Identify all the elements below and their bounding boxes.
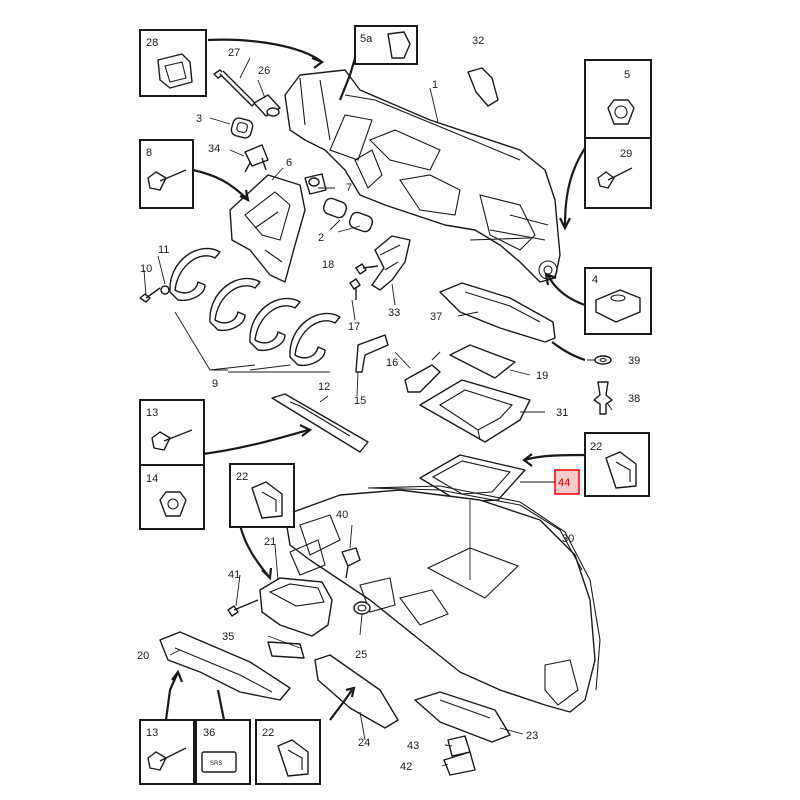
- screw-10-washer-11: [139, 285, 170, 303]
- bushing-7: [304, 173, 327, 195]
- callout-42: 42: [400, 761, 412, 773]
- callout-30: 30: [562, 533, 574, 545]
- box-36: 36 SRS: [195, 719, 251, 785]
- box-5a: 5a: [354, 25, 418, 65]
- callout-33: 33: [388, 307, 400, 319]
- callout-43: 43: [407, 740, 419, 752]
- box-14: 14: [139, 464, 205, 530]
- lower-panel-20: [159, 631, 291, 701]
- callout-31: 31: [556, 407, 568, 419]
- box-label-29: 29: [620, 148, 632, 160]
- chip-label: SRS: [210, 761, 222, 767]
- callout-41: 41: [228, 569, 240, 581]
- box-22-right: 22: [584, 432, 650, 497]
- box-5: 5: [584, 59, 652, 139]
- box-22-left: 22: [229, 463, 295, 528]
- screw-41: [227, 599, 259, 617]
- box-label-5: 5: [624, 69, 630, 81]
- box-label-14: 14: [146, 473, 158, 485]
- box-label-36: 36: [203, 727, 215, 739]
- spacer-26: [253, 94, 281, 117]
- box-label-28: 28: [146, 37, 158, 49]
- callout-10: 10: [140, 263, 152, 275]
- strip-12: [271, 393, 369, 453]
- box-label-5a: 5a: [360, 33, 373, 45]
- callout-17: 17: [348, 321, 360, 333]
- callout-23: 23: [526, 730, 538, 742]
- callout-38: 38: [628, 393, 640, 405]
- screw-27: [213, 69, 256, 107]
- callout-20: 20: [137, 650, 149, 662]
- box-22-bottom: 22: [255, 719, 321, 785]
- bracket-33: [371, 235, 411, 291]
- box-13-upper: 13: [139, 399, 205, 466]
- arrows: [143, 38, 613, 767]
- box-28: 28: [139, 29, 207, 97]
- pin-38: [593, 381, 613, 415]
- callout-16: 16: [386, 357, 398, 369]
- box-label-22-right: 22: [590, 441, 602, 453]
- dashboard-main-panel: [284, 487, 596, 713]
- center-support-bracket: [229, 174, 306, 283]
- callout-34: 34: [208, 143, 220, 155]
- callout-39: 39: [628, 355, 640, 367]
- callout-12: 12: [318, 381, 330, 393]
- air-duct-set: [169, 247, 341, 373]
- box-label-8: 8: [146, 147, 152, 159]
- callout-3: 3: [196, 113, 202, 125]
- bracket-16: [404, 351, 441, 393]
- callout-26: 26: [258, 65, 270, 77]
- callout-15: 15: [354, 395, 366, 407]
- callout-44: 44: [558, 477, 570, 489]
- callout-labels: 1 3 7 2 6 10 11 9 12 15 16 17 18 19 20 2…: [137, 35, 640, 773]
- panel-19: [449, 344, 516, 379]
- callout-25: 25: [355, 649, 367, 661]
- highlight-44[interactable]: 44: [554, 469, 580, 495]
- box-label-4: 4: [592, 274, 598, 286]
- callout-27: 27: [228, 47, 240, 59]
- clip-34: [244, 144, 269, 173]
- callout-18: 18: [322, 259, 334, 271]
- callout-2: 2: [318, 232, 324, 244]
- callout-6: 6: [286, 157, 292, 169]
- grommets-2: [322, 197, 374, 233]
- box-label-22-left: 22: [236, 471, 248, 483]
- latch-42: [443, 751, 476, 776]
- washer-39: [594, 355, 612, 365]
- bracket-15: [355, 334, 389, 373]
- callout-24: 24: [358, 737, 370, 749]
- callout-40: 40: [336, 509, 348, 521]
- highlight-box-44[interactable]: [554, 469, 580, 495]
- callout-21: 21: [264, 536, 276, 548]
- box-label-22-bottom: 22: [262, 727, 274, 739]
- grommet-3: [230, 117, 254, 139]
- callout-19: 19: [536, 370, 548, 382]
- glovebox-23: [414, 691, 511, 743]
- screw-32: [467, 67, 499, 107]
- callout-11: 11: [158, 244, 169, 256]
- box-8: 8: [139, 139, 194, 209]
- box-label-13-upper: 13: [146, 407, 158, 419]
- screw-17: [349, 278, 361, 300]
- box-13-lower: 13: [139, 719, 195, 785]
- callout-35: 35: [222, 631, 234, 643]
- callout-7: 7: [346, 182, 352, 194]
- lower-panel-24: [314, 654, 399, 729]
- callout-1: 1: [432, 79, 438, 91]
- box-4: 4: [584, 267, 652, 335]
- shelf-37: [439, 282, 556, 343]
- box-label-13-lower: 13: [146, 727, 158, 739]
- trim-35: [267, 641, 305, 659]
- dashboard-carrier: [284, 69, 561, 283]
- tray-31: [419, 379, 531, 443]
- callout-37: 37: [430, 311, 442, 323]
- instrument-housing-21: [259, 577, 333, 637]
- ring-25: [353, 601, 371, 615]
- trim-strip-30: [367, 485, 601, 691]
- callout-32: 32: [472, 35, 484, 47]
- clip-40: [341, 547, 361, 579]
- box-29: 29: [584, 137, 652, 209]
- callout-9: 9: [212, 378, 218, 390]
